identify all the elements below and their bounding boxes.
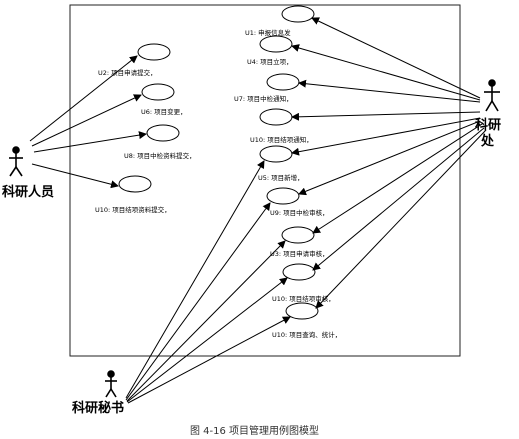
secretary-actor-icon (105, 370, 117, 398)
use-case-u10-submit-ellipse (118, 175, 152, 193)
use-case-u10-notice-label: U10: 项目结项通知， (250, 135, 313, 144)
use-case-u9-ellipse (266, 187, 300, 205)
use-case-u6-label: U6: 项目变更， (141, 107, 187, 116)
use-case-u10-submit-label: U10: 项目结项资料提交， (95, 205, 171, 214)
use-case-u8-label: U8: 项目中检资料提交， (124, 151, 196, 160)
researcher-actor-label: 科研人员 (2, 184, 54, 200)
use-case-u10-review-ellipse (282, 263, 316, 281)
office-actor-label-line1: 科研 (475, 117, 501, 133)
office-actor-label-line2: 处 (480, 133, 495, 149)
secretary-actor-label: 科研秘书 (72, 400, 124, 416)
use-case-u10-notice-ellipse (259, 108, 293, 126)
secretary-associations (125, 160, 291, 404)
use-case-u5-ellipse (259, 145, 293, 163)
use-case-u10-review-label: U10: 项目结项审核， (272, 294, 335, 303)
use-case-u4-ellipse (259, 35, 293, 53)
use-case-u10-query-label: U10: 项目查询、统计， (272, 330, 341, 339)
use-case-u7-ellipse (266, 73, 300, 91)
use-case-u1-label: U1: 申报信息发 (245, 28, 291, 37)
figure-caption: 图 4-16 项目管理用例图模型 (190, 424, 319, 437)
use-case-u9-label: U9: 项目中检审核， (270, 208, 329, 217)
system-boundary (69, 4, 461, 357)
use-case-u3-ellipse (281, 226, 315, 244)
use-case-u2-label: U2: 项目申请提交， (98, 68, 157, 77)
use-case-u8-ellipse (146, 124, 180, 142)
use-case-u3-label: U3: 项目申请审核， (270, 249, 329, 258)
use-case-u1-ellipse (281, 5, 315, 23)
researcher-actor-icon (9, 146, 23, 177)
use-case-u5-label: U5: 项目新增， (258, 173, 304, 182)
use-case-u10-query-ellipse (285, 302, 319, 320)
researcher-associations (29, 55, 147, 189)
use-case-u4-label: U4: 项目立项， (247, 57, 293, 66)
use-case-u7-label: U7: 项目中检通知， (234, 94, 293, 103)
use-case-u6-ellipse (141, 83, 175, 101)
use-case-u2-ellipse (137, 43, 171, 61)
office-actor-icon (484, 79, 500, 112)
office-associations (291, 17, 487, 309)
